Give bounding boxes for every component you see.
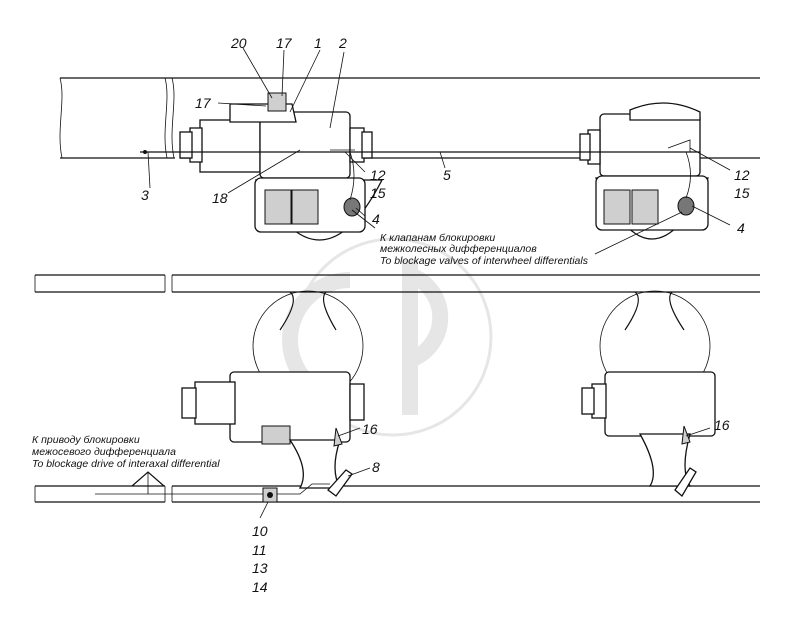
note-interaxal: К приводу блокировки межосевого дифферен…	[32, 434, 220, 470]
middle-frame-rail	[34, 274, 760, 293]
note-interwheel-ru-2: межколесных дифференциалов	[380, 243, 537, 255]
note-interaxal-ru-1: К приводу блокировки	[32, 434, 140, 446]
lower-front-axle	[181, 290, 365, 497]
callout-12-rear: 12	[734, 167, 750, 183]
callout-13: 13	[252, 560, 268, 576]
callout-15-front: 15	[370, 185, 386, 201]
callout-16-front: 16	[362, 421, 378, 437]
callout-5: 5	[443, 167, 451, 183]
callout-16-rear: 16	[714, 417, 730, 433]
callout-17-left: 17	[195, 95, 212, 111]
callout-15-rear: 15	[734, 185, 750, 201]
callout-4-rear: 4	[737, 220, 745, 236]
callout-10: 10	[252, 523, 268, 539]
callout-2: 2	[338, 35, 347, 51]
callout-8: 8	[372, 459, 380, 475]
upper-rear-axle	[579, 102, 710, 240]
leader-lines	[147, 47, 731, 519]
callout-17-top: 17	[276, 35, 293, 51]
callout-20: 20	[230, 35, 247, 51]
note-interwheel-ru-1: К клапанам блокировки	[380, 232, 495, 244]
note-interaxal-en: To blockage drive of interaxal different…	[32, 458, 220, 470]
note-interwheel-en: To blockage valves of interwheel differe…	[380, 255, 589, 267]
callout-18: 18	[212, 190, 228, 206]
callout-14: 14	[252, 579, 268, 595]
callout-3: 3	[141, 187, 149, 203]
note-interaxal-ru-2: межосевого дифференциала	[32, 446, 176, 458]
callout-4-front: 4	[372, 211, 380, 227]
callout-1: 1	[314, 35, 322, 51]
note-interwheel: К клапанам блокировки межколесных диффер…	[380, 232, 589, 267]
callout-numbers: 20 17 1 2 17 3 18 5 12 15 4 12 15 4 16 1…	[141, 35, 750, 595]
upper-front-axle	[179, 92, 384, 241]
callout-11: 11	[252, 542, 267, 558]
callout-12-front: 12	[370, 167, 386, 183]
lower-rear-axle	[581, 290, 716, 498]
lower-control-line	[95, 471, 330, 503]
